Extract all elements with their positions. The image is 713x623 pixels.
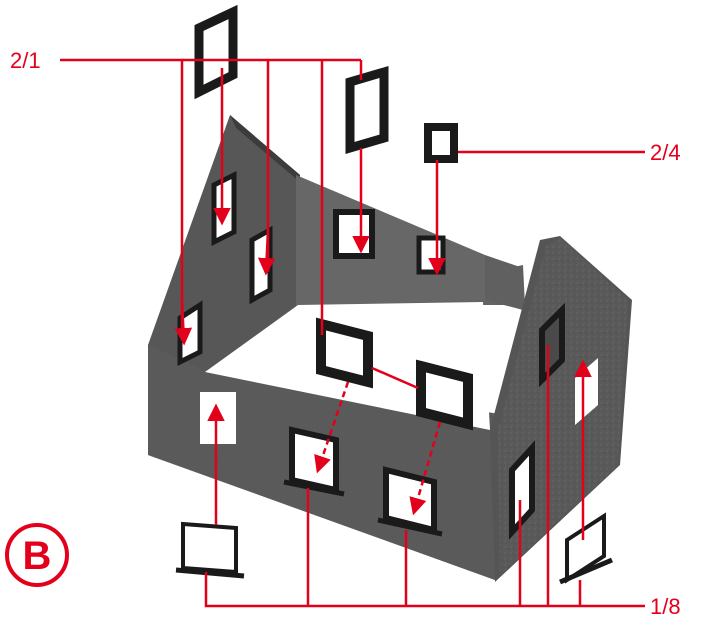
label-1-8: 1/8 — [650, 594, 681, 619]
frame-top-left — [199, 12, 233, 92]
frame-bottom-left — [183, 524, 236, 572]
left-wall-window-upper — [214, 175, 234, 242]
back-wall-window-2 — [419, 238, 443, 272]
frame-small-square — [428, 127, 454, 159]
label-2-4: 2/4 — [650, 140, 681, 165]
frame-center-left — [321, 324, 368, 382]
frame-upper-middle — [350, 72, 384, 148]
leader-2-1-bracket — [60, 60, 182, 340]
frame-center-right — [421, 366, 468, 424]
front-wall-window-1 — [200, 392, 236, 444]
back-wall-window-1 — [336, 212, 372, 256]
back-wall-main — [296, 175, 485, 306]
badge-letter: B — [23, 534, 52, 578]
front-wall-window-2 — [292, 430, 336, 490]
label-2-1: 2/1 — [10, 48, 41, 73]
circled-letter-icon: B — [7, 525, 67, 585]
